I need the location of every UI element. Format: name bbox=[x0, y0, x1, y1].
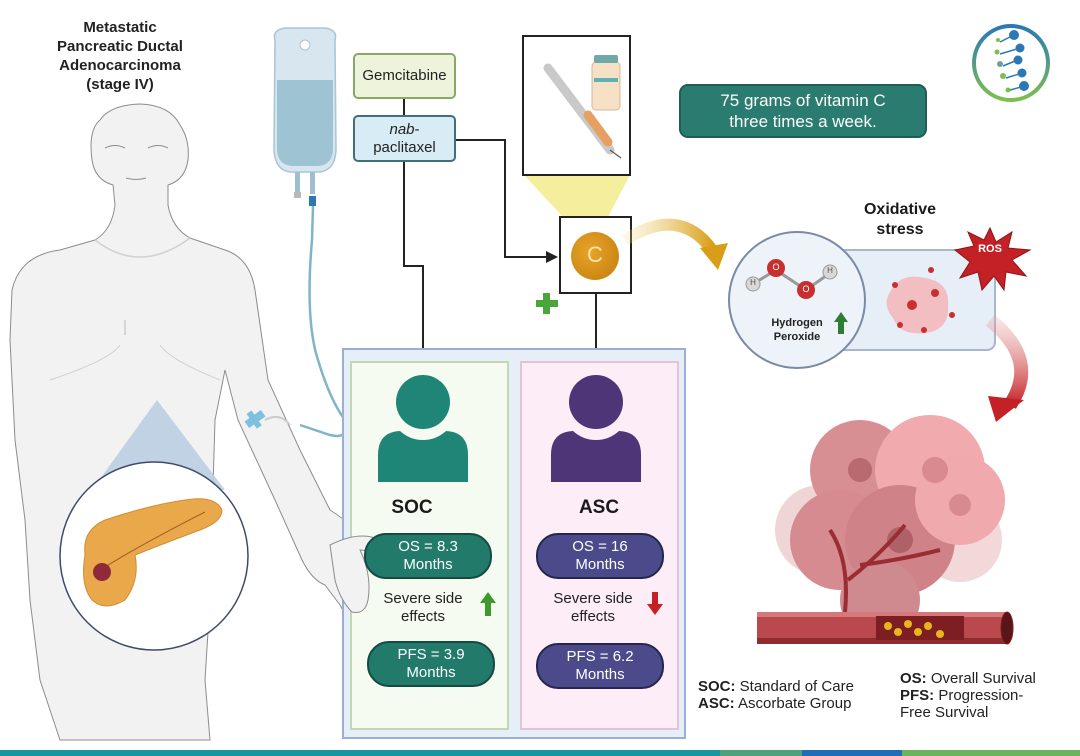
red-arrowhead bbox=[988, 396, 1024, 422]
legend-soc-abbr: SOC: bbox=[698, 678, 736, 695]
iv-bag-icon bbox=[273, 27, 337, 206]
footer-bar-teal bbox=[0, 750, 720, 756]
tumor-illustration bbox=[775, 415, 1005, 640]
legend-asc-abbr: ASC: bbox=[698, 695, 735, 712]
pancreas-icon bbox=[83, 498, 223, 607]
legend-os-abbr: OS: bbox=[900, 670, 927, 687]
asc-side-line1: Severe side bbox=[553, 590, 633, 607]
h2o2-molecule-icon bbox=[745, 259, 838, 299]
oxidative-stress-title: Oxidative stress bbox=[845, 200, 955, 240]
asc-os-pill: OS = 16 Months bbox=[536, 533, 664, 579]
soc-side-effects-label: Severe side effects bbox=[368, 590, 478, 626]
nab-paclitaxel-box: nab- paclitaxel bbox=[353, 115, 456, 162]
h2o2-up-arrow-icon bbox=[834, 312, 848, 334]
legend-asc-text: Ascorbate Group bbox=[738, 695, 852, 712]
gold-curved-arrow bbox=[621, 218, 717, 254]
asc-side-line2: effects bbox=[571, 608, 615, 625]
atom-h-left: H bbox=[750, 278, 756, 287]
soc-os-value: OS = 8.3 bbox=[398, 538, 458, 555]
plus-icon bbox=[536, 293, 558, 314]
hydrogen-peroxide-label: Hydrogen Peroxide bbox=[762, 316, 832, 344]
iv-cannula-icon bbox=[244, 409, 291, 429]
nab-prefix: nab bbox=[389, 120, 415, 138]
legend-asc: ASC: Ascorbate Group bbox=[698, 695, 854, 712]
asc-pfs-pill: PFS = 6.2 Months bbox=[536, 643, 664, 689]
ox-title-line2: stress bbox=[876, 221, 924, 238]
legend-group-abbreviations: SOC: Standard of Care ASC: Ascorbate Gro… bbox=[698, 678, 854, 712]
nab-hyphen: - bbox=[414, 120, 420, 138]
h2o2-line1: Hydrogen bbox=[771, 317, 823, 329]
atom-o-right: O bbox=[802, 284, 810, 294]
soc-pfs-pill: PFS = 3.9 Months bbox=[367, 641, 495, 687]
asc-os-unit: Months bbox=[575, 556, 625, 573]
syringe-vial-icon bbox=[543, 55, 622, 159]
soc-side-line2: effects bbox=[401, 608, 445, 625]
disease-title: Metastatic Pancreatic Ductal Adenocarcin… bbox=[30, 18, 210, 94]
soc-side-effects-up-arrow-icon bbox=[480, 592, 496, 616]
footer-bar-blue bbox=[802, 750, 902, 756]
blood-vessel-icon bbox=[757, 611, 1014, 645]
ox-title-line1: Oxidative bbox=[863, 201, 937, 218]
asc-person-icon bbox=[551, 375, 641, 482]
title-line: (stage IV) bbox=[86, 76, 154, 93]
gemcitabine-label: Gemcitabine bbox=[362, 67, 447, 84]
legend-pfs-text2: Free Survival bbox=[900, 704, 989, 721]
hydrogen-peroxide-circle bbox=[728, 231, 866, 369]
soc-pfs-unit: Months bbox=[406, 664, 456, 681]
asc-os-value: OS = 16 bbox=[572, 538, 628, 555]
legend-pfs: PFS: Progression- bbox=[900, 687, 1036, 704]
soc-os-pill: OS = 8.3 Months bbox=[364, 533, 492, 579]
asc-pfs-unit: Months bbox=[575, 666, 625, 683]
legend-os: OS: Overall Survival bbox=[900, 670, 1036, 687]
soc-person-icon bbox=[378, 375, 468, 482]
callout-cone bbox=[524, 175, 630, 217]
footer-bar-green bbox=[720, 750, 802, 756]
atom-o-left: O bbox=[772, 262, 780, 272]
iv-tube bbox=[299, 205, 348, 438]
ros-starburst-icon bbox=[953, 226, 1032, 292]
legend-soc-text: Standard of Care bbox=[739, 678, 854, 695]
dose-box: 75 grams of vitamin C three times a week… bbox=[679, 84, 927, 138]
arrowhead-vitc bbox=[546, 251, 558, 263]
gemcitabine-box: Gemcitabine bbox=[353, 53, 456, 99]
title-line: Metastatic bbox=[83, 19, 157, 36]
paclitaxel-label: paclitaxel bbox=[373, 138, 436, 156]
dna-logo-icon bbox=[972, 24, 1050, 102]
footer-bar-lightgreen bbox=[902, 750, 1080, 756]
soc-side-line1: Severe side bbox=[383, 590, 463, 607]
nab-prefix-line: nab- bbox=[389, 121, 419, 139]
legend-outcome-abbreviations: OS: Overall Survival PFS: Progression- F… bbox=[900, 670, 1036, 721]
asc-side-effects-down-arrow-icon bbox=[647, 592, 663, 615]
legend-os-text: Overall Survival bbox=[930, 670, 1036, 687]
asc-group-label: ASC bbox=[578, 497, 620, 518]
title-line: Adenocarcinoma bbox=[59, 57, 181, 74]
gold-arrowhead bbox=[700, 243, 728, 270]
vitamin-c-coin-icon bbox=[571, 232, 619, 280]
ros-label: ROS bbox=[978, 243, 1002, 255]
atom-h-right: H bbox=[827, 266, 833, 275]
asc-pfs-value: PFS = 6.2 bbox=[566, 648, 634, 665]
dose-line1: 75 grams of vitamin C bbox=[720, 91, 886, 110]
title-line: Pancreatic Ductal bbox=[57, 38, 183, 55]
asc-side-effects-label: Severe side effects bbox=[538, 590, 648, 626]
red-curved-arrow bbox=[985, 314, 1029, 409]
legend-pfs-text1: Progression- bbox=[938, 687, 1024, 704]
dose-line2: three times a week. bbox=[729, 112, 877, 131]
damaged-cell-icon bbox=[886, 267, 955, 334]
legend-pfs-abbr: PFS: bbox=[900, 687, 935, 704]
soc-group-label: SOC bbox=[391, 497, 433, 518]
h2o2-line2: Peroxide bbox=[773, 331, 821, 343]
legend-soc: SOC: Standard of Care bbox=[698, 678, 854, 695]
soc-pfs-value: PFS = 3.9 bbox=[397, 646, 465, 663]
vitamin-c-letter: C bbox=[587, 242, 603, 267]
soc-os-unit: Months bbox=[403, 556, 453, 573]
